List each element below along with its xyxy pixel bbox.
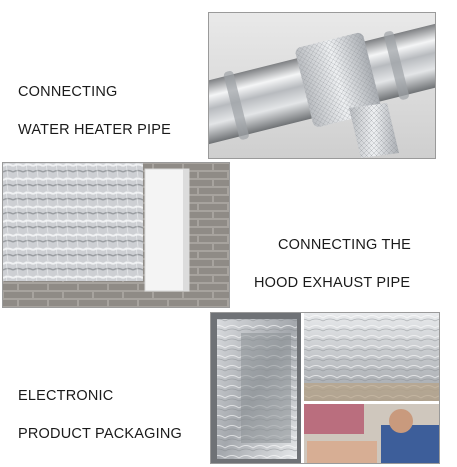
caption-line: HOOD EXHAUST PIPE: [254, 275, 411, 291]
caption-line: PRODUCT PACKAGING: [18, 426, 182, 442]
photo-foil-duct-on-wall: [2, 162, 230, 308]
section-hood-exhaust-pipe: CONNECTING THE HOOD EXHAUST PIPE: [0, 160, 457, 310]
photo-packaging-collage: [210, 312, 440, 464]
caption-line: ELECTRONIC: [18, 388, 114, 404]
caption-packaging: ELECTRONIC PRODUCT PACKAGING: [18, 368, 182, 463]
caption-line: CONNECTING: [18, 84, 118, 100]
caption-hood-exhaust: CONNECTING THE HOOD EXHAUST PIPE: [254, 217, 411, 312]
caption-water-heater: CONNECTING WATER HEATER PIPE: [18, 64, 171, 159]
section-electronic-packaging: ELECTRONIC PRODUCT PACKAGING: [0, 310, 457, 467]
caption-line: WATER HEATER PIPE: [18, 122, 171, 138]
section-water-heater-pipe: CONNECTING WATER HEATER PIPE: [0, 0, 457, 160]
photo-foil-tape-on-pipe: [208, 12, 436, 159]
caption-line: CONNECTING THE: [278, 237, 412, 253]
